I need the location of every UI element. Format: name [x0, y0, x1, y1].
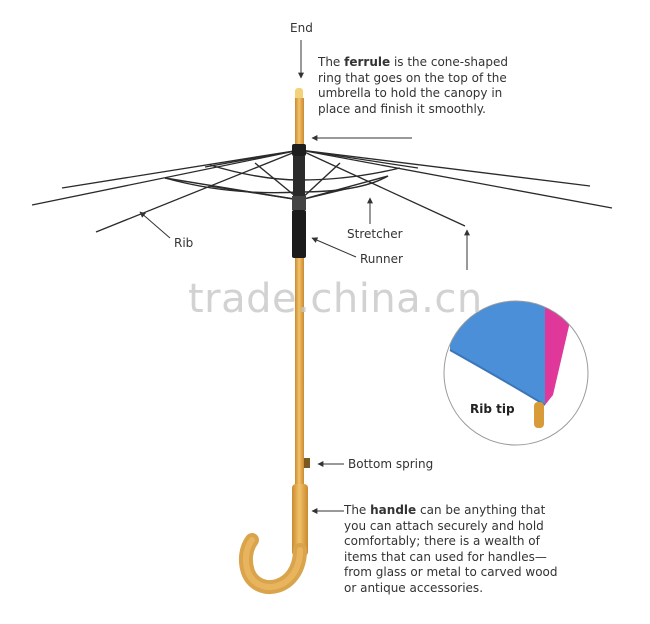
rib-line [61, 149, 301, 189]
rib-tip-label: Rib tip [470, 402, 515, 416]
handle-note-body: can be anything that you can attach secu… [344, 503, 558, 595]
handle-grip [292, 484, 308, 556]
stretchers [164, 162, 401, 201]
handle-note-pre: The [344, 503, 371, 517]
rib-label: Rib [174, 236, 194, 250]
ferrule-note-pre: The [318, 55, 345, 69]
bottom-spring [304, 458, 310, 468]
runner-label: Runner [360, 252, 403, 266]
rib-line [299, 149, 419, 169]
main-shaft [295, 258, 304, 490]
end-label: End [290, 21, 313, 35]
runner [292, 210, 306, 258]
canopy-blue [450, 301, 560, 405]
upper-shaft [295, 98, 304, 146]
ferrule-tip [295, 88, 303, 100]
top-notch [292, 144, 306, 156]
rib-line [299, 149, 591, 187]
rib-line [95, 149, 301, 233]
runner-leader [311, 237, 357, 258]
runner-collar [292, 196, 306, 210]
rib-line [299, 149, 613, 209]
handle-note-term: handle [370, 503, 417, 517]
ferrule-note-body: is the cone-shaped ring that goes on the… [318, 55, 508, 116]
rib-line [299, 149, 466, 227]
rib-leader [139, 211, 171, 239]
inset-border [443, 300, 589, 446]
rib-line [204, 149, 301, 168]
watermark: trade.china.cn [188, 276, 483, 322]
stretcher-label: Stretcher [347, 227, 403, 241]
ferrule-note-term: ferrule [344, 55, 391, 69]
handle-note: The handle can be anything that you can … [344, 503, 559, 596]
spring-section [293, 156, 305, 196]
ferrule-note: The ferrule is the cone-shaped ring that… [318, 55, 518, 117]
bottom-spring-label: Bottom spring [348, 457, 434, 471]
canopy-pink [545, 301, 575, 405]
leader-lines [139, 40, 470, 514]
ribs [31, 149, 613, 233]
rib-tip-inset [444, 301, 588, 445]
rib-tip-cap [534, 402, 544, 428]
